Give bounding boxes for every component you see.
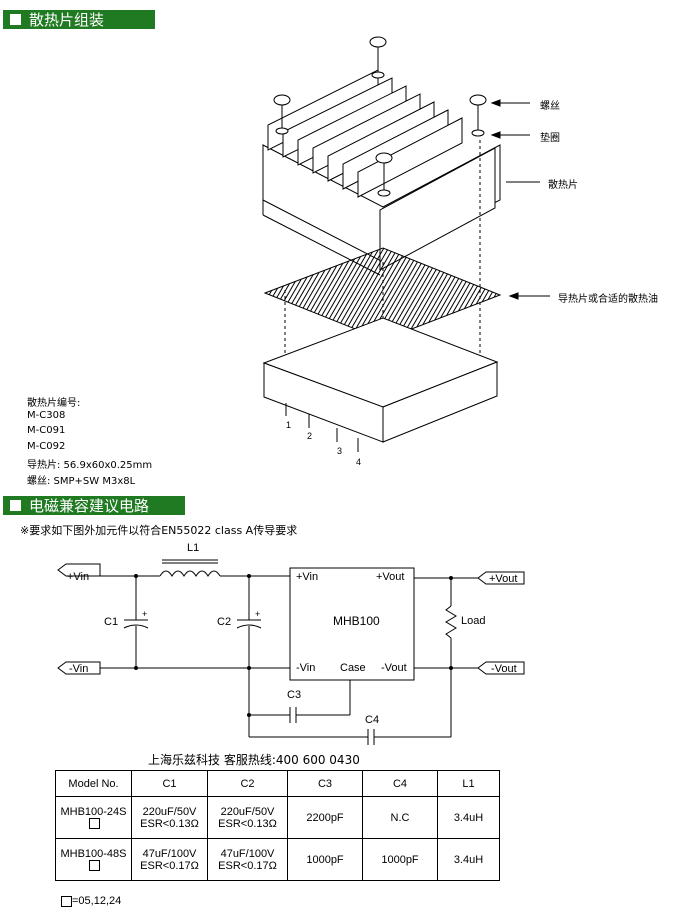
section-heading-emc: 电磁兼容建议电路 bbox=[3, 496, 185, 515]
washer-icon bbox=[471, 129, 485, 137]
spec-part: M-C092 bbox=[27, 441, 66, 452]
component-label: C3 bbox=[287, 689, 302, 701]
module-name: MHB100 bbox=[333, 614, 380, 628]
table-cell: 3.4uH bbox=[437, 838, 500, 881]
component-label: C1 bbox=[104, 616, 119, 628]
pin-label: 4 bbox=[356, 457, 362, 467]
label-thermal-pad: 导热片或合适的散热油 bbox=[558, 294, 658, 305]
placeholder-box-icon bbox=[88, 860, 100, 872]
pin-label: 1 bbox=[286, 420, 292, 430]
module-pin-label: +Vout bbox=[376, 571, 405, 583]
section-title: 电磁兼容建议电路 bbox=[29, 497, 150, 515]
terminal-label: -Vin bbox=[69, 663, 89, 675]
section-heading-heatsink: 散热片组装 bbox=[3, 10, 155, 29]
screw-icon bbox=[369, 36, 387, 48]
component-label: C4 bbox=[365, 714, 380, 726]
terminal-label: -Vout bbox=[491, 663, 517, 675]
module-pin-label: +Vin bbox=[296, 571, 319, 583]
emc-circuit-diagram bbox=[57, 559, 525, 745]
table-cell: 2200pF bbox=[287, 796, 363, 839]
table-header-row: Model No. C1 C2 C3 C4 L1 bbox=[55, 770, 500, 797]
table-cell: 1000pF bbox=[362, 838, 438, 881]
spec-pad: 导热片: 56.9x60x0.25mm bbox=[27, 460, 153, 471]
module-pin-label: -Vin bbox=[296, 662, 316, 674]
spec-heatsink-part: 散热片编号: bbox=[27, 398, 81, 409]
screw-icon bbox=[375, 152, 393, 164]
table-cell: 3.4uH bbox=[437, 796, 500, 839]
spec-part: M-C308 bbox=[27, 410, 66, 421]
table-cell-model: MHB100-24S bbox=[55, 796, 132, 839]
spec-screws: 螺丝: SMP+SW M3x8L bbox=[27, 476, 136, 487]
table-cell: 1000pF bbox=[287, 838, 363, 881]
square-bullet-icon bbox=[10, 14, 21, 25]
spec-part: M-C091 bbox=[27, 425, 66, 436]
module-front bbox=[382, 361, 498, 443]
square-bullet-icon bbox=[10, 500, 21, 511]
polarity-label: + bbox=[142, 609, 148, 619]
heatsink-front-plate bbox=[379, 147, 496, 271]
table-header: L1 bbox=[437, 770, 500, 797]
screw-icon bbox=[469, 94, 487, 106]
section-title: 散热片组装 bbox=[29, 11, 105, 29]
placeholder-box-icon bbox=[61, 895, 72, 907]
placeholder-box-icon bbox=[88, 818, 100, 830]
table-cell: N.C bbox=[362, 796, 438, 839]
washer-icon bbox=[275, 127, 289, 135]
label-washer: 垫圈 bbox=[540, 133, 560, 144]
component-label: L1 bbox=[187, 542, 200, 554]
table-cell-model: MHB100-48S bbox=[55, 838, 132, 881]
terminal-label: +Vin bbox=[67, 571, 90, 583]
table-header: Model No. bbox=[55, 770, 132, 797]
terminal-label: +Vout bbox=[489, 573, 518, 585]
pin-label: 2 bbox=[307, 431, 313, 441]
heatsink-assembly-diagram bbox=[262, 36, 550, 452]
table-header: C4 bbox=[362, 770, 438, 797]
terminal-vout-pos bbox=[477, 571, 525, 585]
table-header: C2 bbox=[207, 770, 288, 797]
terminal-vout-neg bbox=[477, 661, 525, 675]
module-mhb100 bbox=[289, 567, 415, 681]
footnote: =05,12,24 bbox=[60, 895, 121, 907]
washer-icon bbox=[377, 189, 391, 197]
screw-icon bbox=[273, 94, 291, 106]
module-pin-label: -Vout bbox=[381, 662, 407, 674]
service-hotline: 上海乐兹科技 客服热线:400 600 0430 bbox=[148, 753, 360, 767]
module-pin-label: Case bbox=[340, 662, 366, 674]
inductor-l1 bbox=[159, 570, 221, 577]
component-label: Load bbox=[461, 615, 486, 627]
pin-label: 3 bbox=[337, 446, 343, 456]
polarity-label: + bbox=[255, 609, 261, 619]
component-label: C2 bbox=[217, 616, 232, 628]
table-header: C3 bbox=[287, 770, 363, 797]
load-resistor bbox=[445, 605, 457, 639]
label-heatsink: 散热片 bbox=[548, 180, 578, 191]
label-screw: 螺丝 bbox=[540, 101, 560, 112]
terminal-vin-pos bbox=[57, 563, 101, 577]
table-header: C1 bbox=[131, 770, 208, 797]
washer-icon bbox=[371, 71, 385, 79]
emc-requirement-note: ※要求如下图外加元件以符合EN55022 class A传导要求 bbox=[20, 524, 298, 537]
component-table: Model No. C1 C2 C3 C4 L1 MHB100-24S 220u… bbox=[55, 770, 500, 881]
